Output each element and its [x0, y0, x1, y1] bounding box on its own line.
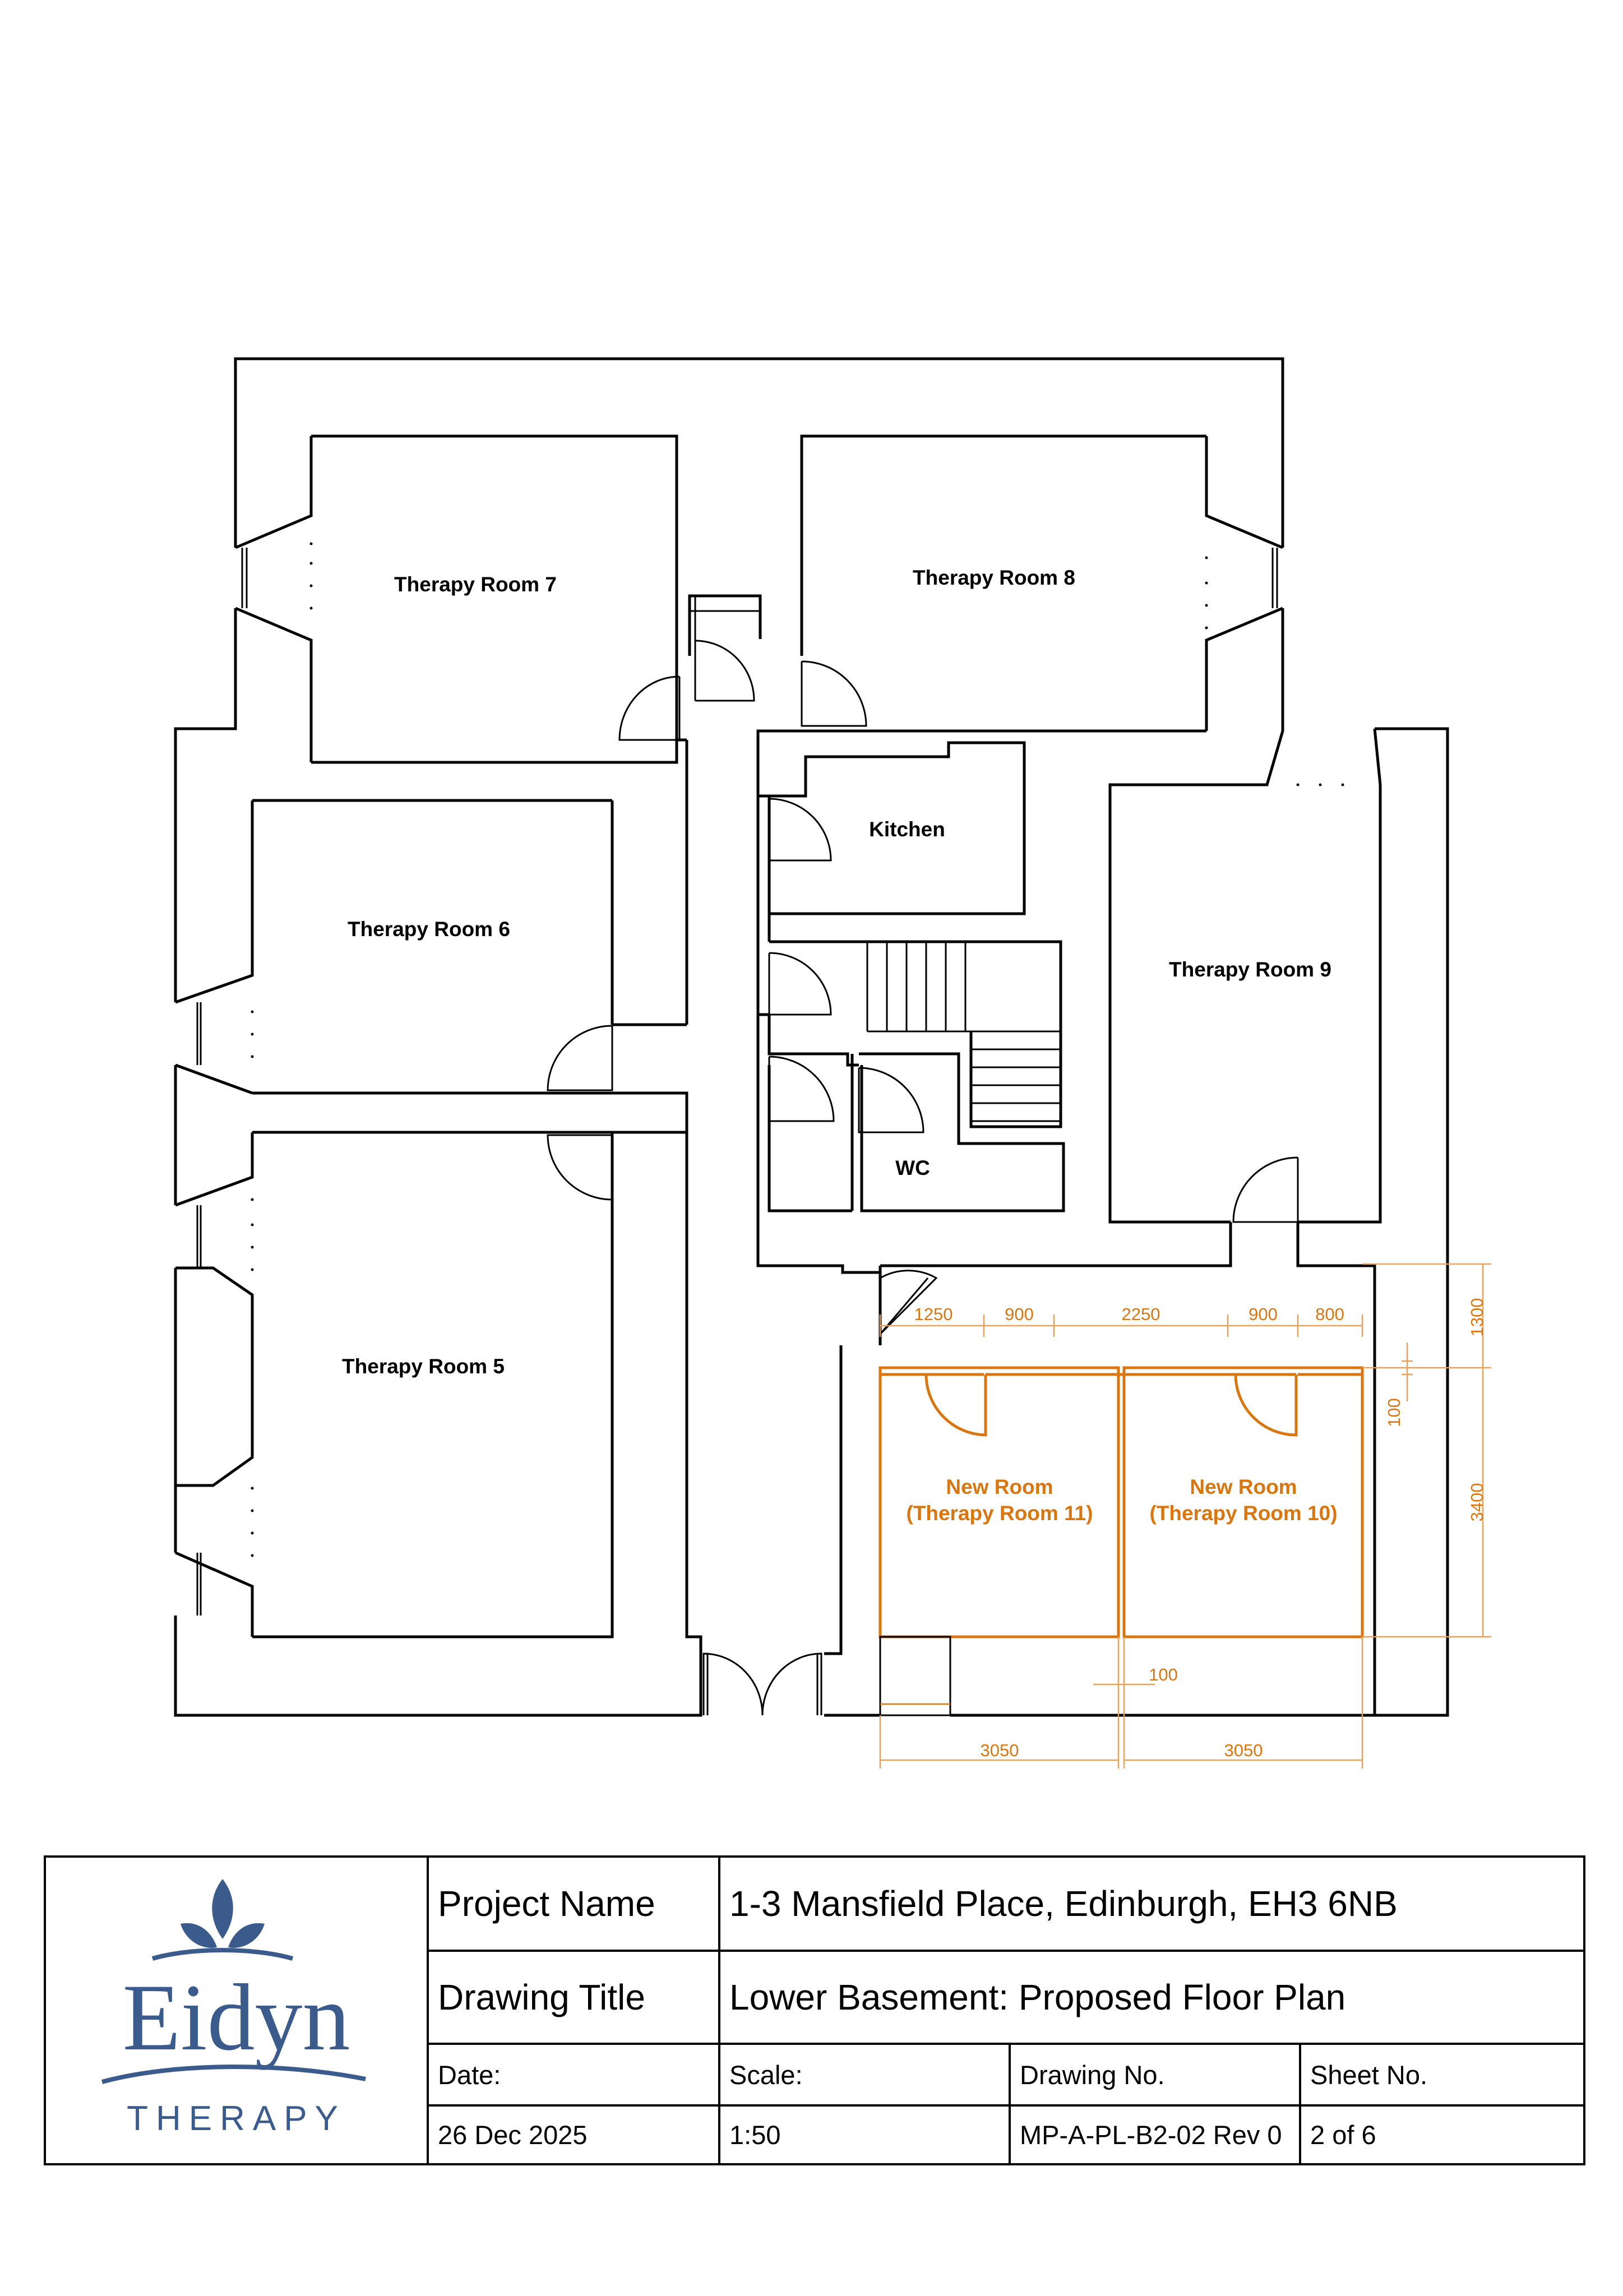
dim-label: 900 — [1005, 1304, 1034, 1324]
room-label-therapy-room-6: Therapy Room 6 — [348, 918, 510, 941]
lotus-icon — [101, 1879, 366, 2084]
dim-label: 100 — [1384, 1398, 1404, 1427]
room-label-therapy-room-9: Therapy Room 9 — [1169, 958, 1331, 981]
logo-tagline: THERAPY — [127, 2099, 346, 2138]
dim-label: 3050 — [981, 1740, 1019, 1760]
room-label-therapy-room-5: Therapy Room 5 — [342, 1355, 505, 1378]
title-block: Eidyn THERAPY Project Name 1-3 Mansfield… — [44, 1855, 1585, 2165]
sheet-no-value: 2 of 6 — [1299, 2104, 1585, 2163]
drawing-title-label: Drawing Title — [427, 1950, 718, 2043]
therapy-room-7-walls — [311, 434, 687, 764]
date-label: Date: — [427, 2043, 718, 2104]
new-room-11-line2: (Therapy Room 11) — [906, 1502, 1093, 1525]
room-label-kitchen: Kitchen — [869, 818, 945, 841]
new-room-11-line1: New Room — [946, 1475, 1053, 1498]
outer-walls — [174, 357, 1449, 1717]
room-label-therapy-room-8: Therapy Room 8 — [913, 566, 1075, 589]
dim-label: 3400 — [1467, 1483, 1487, 1522]
dim-label: 100 — [1149, 1665, 1178, 1684]
therapy-room-9-walls — [1108, 729, 1382, 1224]
new-room-10-line2: (Therapy Room 10) — [1149, 1502, 1337, 1525]
stair-walls — [758, 940, 1065, 1212]
project-name-value: 1-3 Mansfield Place, Edinburgh, EH3 6NB — [718, 1855, 1585, 1950]
dim-label: 2250 — [1122, 1304, 1160, 1324]
dim-label: 1250 — [914, 1304, 953, 1324]
scale-value: 1:50 — [718, 2104, 1009, 2163]
scale-label: Scale: — [718, 2043, 1009, 2104]
logo-name: Eidyn — [122, 1965, 350, 2070]
drawing-title-value: Lower Basement: Proposed Floor Plan — [718, 1950, 1585, 2043]
room-label-therapy-room-7: Therapy Room 7 — [394, 573, 557, 596]
drawing-no-value: MP-A-PL-B2-02 Rev 0 — [1009, 2104, 1299, 2163]
dim-label: 900 — [1249, 1304, 1278, 1324]
sheet-no-label: Sheet No. — [1299, 2043, 1585, 2104]
dim-label: 3050 — [1224, 1740, 1263, 1760]
kitchen-walls — [767, 741, 1026, 942]
room-label-wc: WC — [895, 1156, 930, 1179]
doors — [547, 640, 1299, 1716]
date-value: 26 Dec 2025 — [427, 2104, 718, 2163]
logo: Eidyn THERAPY — [46, 1858, 427, 2163]
new-room-10-line1: New Room — [1190, 1475, 1297, 1498]
dim-label: 1300 — [1467, 1298, 1487, 1337]
new-rooms — [878, 1366, 1364, 1716]
dim-label: 800 — [1315, 1304, 1344, 1324]
window-dots — [251, 542, 1344, 1557]
dimensions — [879, 1263, 1491, 1769]
project-name-label: Project Name — [427, 1855, 718, 1950]
drawing-no-label: Drawing No. — [1009, 2043, 1299, 2104]
